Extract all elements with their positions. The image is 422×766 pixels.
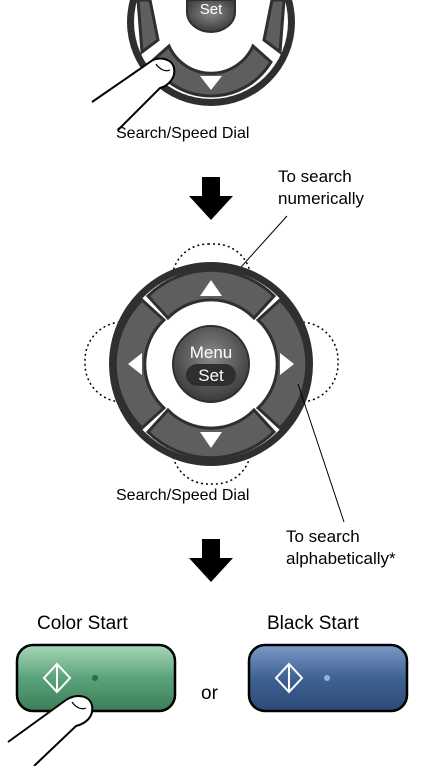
left-key[interactable] <box>136 0 160 55</box>
search-speed-dial-caption: Search/Speed Dial <box>116 487 250 504</box>
callout-alpha-line2: alphabetically* <box>286 549 396 568</box>
start-diamond-icon <box>42 662 72 694</box>
up-arrow-icon <box>200 280 222 296</box>
callout-numeric: To search numerically <box>278 166 364 210</box>
callout-numeric-line1: To search <box>278 167 352 186</box>
start-diamond-icon <box>274 662 304 694</box>
callout-alpha-line1: To search <box>286 527 360 546</box>
set-button-label: Set <box>200 1 223 18</box>
down-arrow-icon <box>200 76 222 90</box>
color-start-label: Color Start <box>37 613 128 634</box>
down-arrow-icon <box>189 177 233 220</box>
finger-icon <box>7 695 94 766</box>
callout-alpha: To search alphabetically* <box>286 526 396 570</box>
left-arrow-icon <box>128 353 142 375</box>
search-speed-dial-caption: Search/Speed Dial <box>116 125 250 142</box>
right-key[interactable] <box>262 0 286 55</box>
color-start-button[interactable] <box>15 643 177 713</box>
set-button[interactable] <box>186 0 236 33</box>
or-label: or <box>201 683 218 704</box>
down-arrow-icon <box>200 432 222 448</box>
set-label-pill <box>186 364 236 386</box>
set-button-label: Set <box>198 366 224 385</box>
down-arrow-icon <box>189 539 233 582</box>
callout-line-alpha <box>297 383 345 523</box>
black-start-label: Black Start <box>267 613 359 634</box>
led-icon <box>324 675 330 681</box>
black-start-button[interactable] <box>247 643 409 713</box>
led-icon <box>92 675 98 681</box>
step2-nav-pad <box>84 243 339 485</box>
finger-icon <box>91 57 176 131</box>
right-arrow-icon <box>280 353 294 375</box>
down-key[interactable] <box>149 43 273 98</box>
callout-numeric-line2: numerically <box>278 189 364 208</box>
menu-button-label: Menu <box>190 343 233 362</box>
